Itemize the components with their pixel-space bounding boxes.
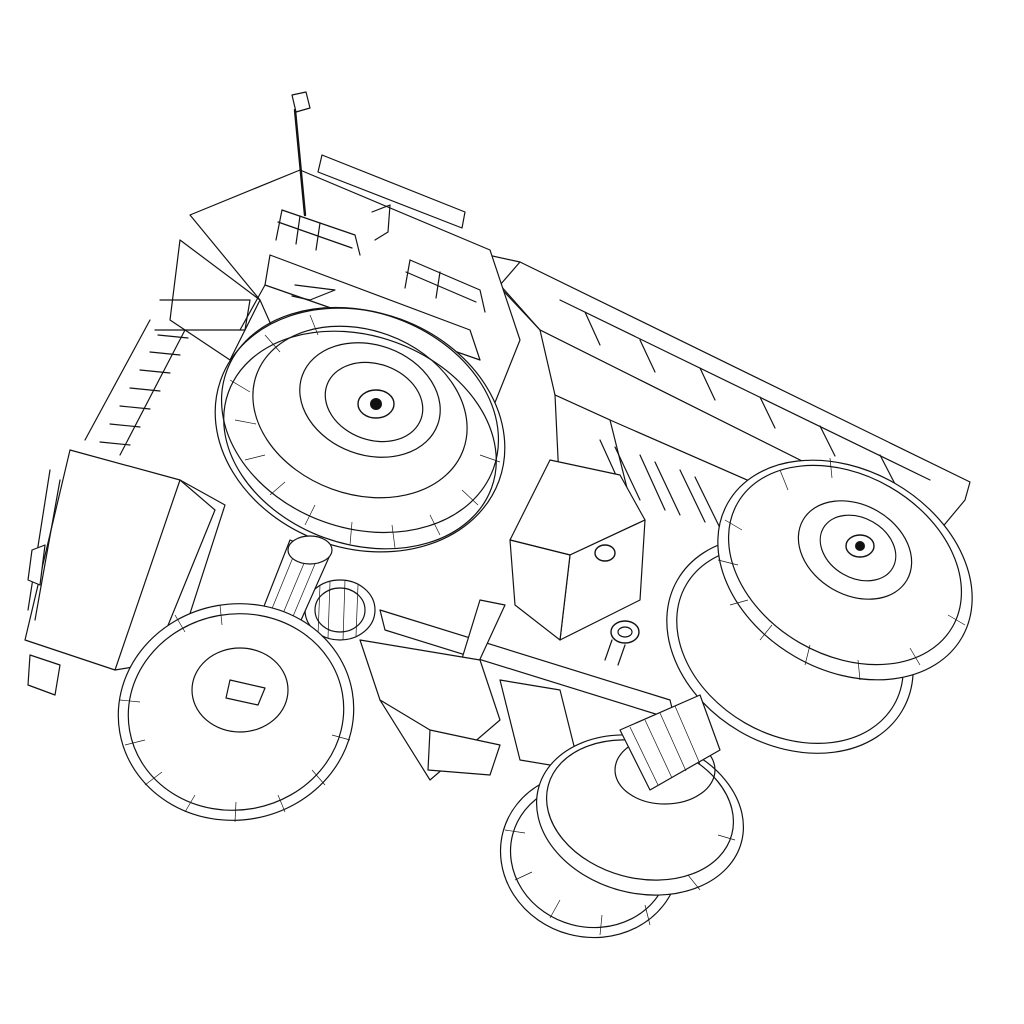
front-left-wheel bbox=[214, 306, 506, 553]
rear-left-dual-wheels bbox=[499, 694, 745, 939]
access-ladder bbox=[84, 299, 251, 456]
cab-railing bbox=[275, 204, 486, 313]
chassis-frame bbox=[359, 639, 581, 781]
dump-body-ribs bbox=[599, 439, 721, 529]
antenna bbox=[291, 91, 311, 217]
differential-block bbox=[459, 459, 646, 671]
front-bumper bbox=[24, 449, 226, 696]
rear-right-dual-wheels bbox=[666, 457, 973, 754]
drive-shaft bbox=[304, 579, 676, 721]
front-right-wheel bbox=[117, 603, 355, 823]
